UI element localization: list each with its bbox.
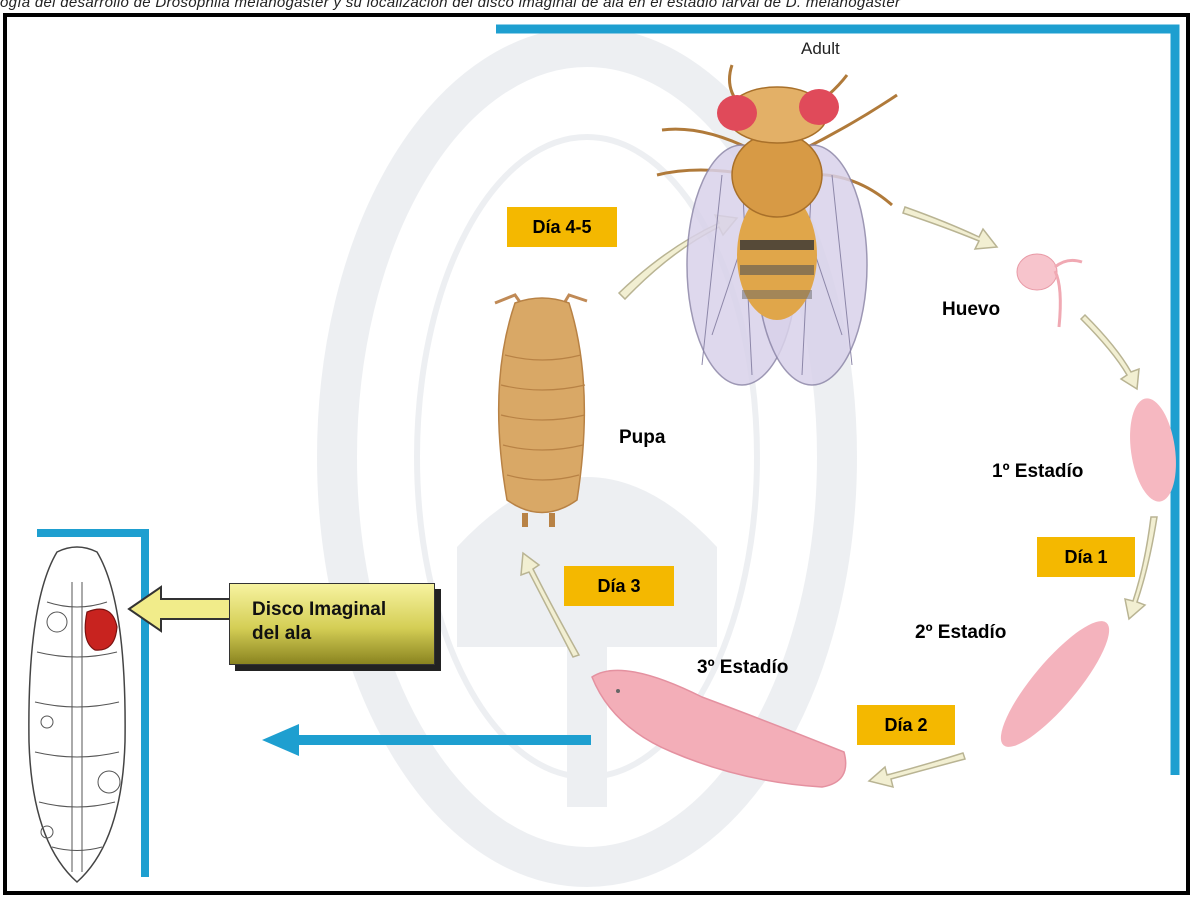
callout-arrow <box>125 579 235 639</box>
wing-disc-callout: Disco Imaginal del ala <box>229 583 435 665</box>
blue-left-arrow <box>262 724 591 756</box>
callout-line-1: Disco Imaginal <box>252 598 424 622</box>
first-instar-larva <box>1125 392 1185 512</box>
arrow-second-to-third <box>869 753 965 787</box>
wing-disc-highlight <box>85 609 117 650</box>
pupa-illustration <box>477 275 607 540</box>
day-badge-4-5: Día 4-5 <box>507 207 617 247</box>
stage-label-second-instar: 2º Estadío <box>915 622 1006 644</box>
larva-anatomy-diagram <box>17 542 137 887</box>
adult-fly-illustration <box>642 35 912 390</box>
figure-caption: ogía del desarrollo de Drosophila melano… <box>0 0 1198 14</box>
figure-frame: Adult Huevo 1º Estadío Día 1 2º Estadío … <box>3 13 1190 895</box>
callout-line-2: del ala <box>252 622 424 646</box>
day-badge-3: Día 3 <box>564 566 674 606</box>
stage-label-first-instar: 1º Estadío <box>992 461 1083 483</box>
arrow-adult-to-egg <box>903 207 997 249</box>
stage-label-adult: Adult <box>801 39 840 59</box>
stage-label-egg: Huevo <box>942 299 1000 321</box>
day-badge-1: Día 1 <box>1037 537 1135 577</box>
egg-illustration <box>1007 237 1107 347</box>
stage-label-third-instar: 3º Estadío <box>697 657 788 679</box>
day-badge-2: Día 2 <box>857 705 955 745</box>
stage-label-pupa: Pupa <box>619 427 665 449</box>
